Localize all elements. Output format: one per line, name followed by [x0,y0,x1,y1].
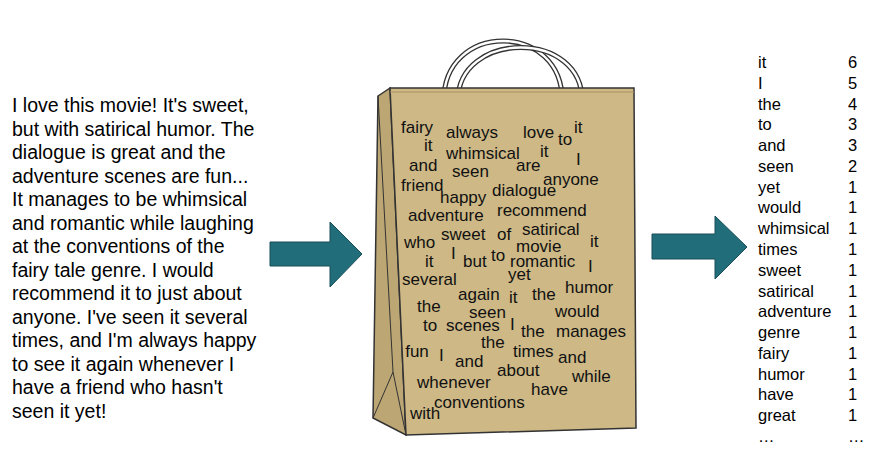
bag-word: the [481,333,505,353]
bag-word: yet [508,265,531,285]
word-cell: great [758,405,796,425]
ellipsis-cell: … [848,426,865,446]
bag-word: love [523,123,554,143]
bag-word: always [446,123,498,143]
bag-word: times [513,342,554,362]
bag-word: and [455,352,483,372]
word-cell: genre [758,322,800,342]
bag-word: I [576,150,581,170]
bag-word: it [509,288,518,308]
bag-word: fairy [401,118,433,138]
bag-word: dialogue [492,181,556,201]
ellipsis-cell: … [758,426,775,446]
word-cell: yet [758,177,780,197]
bag-word: humor [565,278,613,298]
bag-word: the [521,322,545,342]
word-cell: would [758,197,801,217]
bag-word: recommend [497,201,587,221]
bag-word: are [516,156,541,176]
bag-word: and [558,348,586,368]
word-cell: satirical [758,281,814,301]
count-cell: 3 [848,114,857,134]
word-cell: humor [758,364,805,384]
count-cell: 1 [848,239,857,259]
bag-word: sweet [441,225,485,245]
bag-word: happy [440,188,486,208]
word-cell: seen [758,156,794,176]
bag-word: but [463,252,487,272]
bag-word: while [572,367,611,387]
bag-word: again [458,285,500,305]
word-cell: and [758,135,786,155]
count-cell: 1 [848,301,857,321]
bag-word: seen [452,162,489,182]
bag-word: I [510,315,515,335]
bag-word: who [404,233,435,253]
count-cell: 1 [848,384,857,404]
bag-word: fun [405,342,429,362]
bag-word: adventure [408,206,484,226]
bag-word: the [532,285,556,305]
count-cell: 4 [848,94,857,114]
bag-word: with [410,404,440,424]
bag-word: it [425,252,434,272]
word-cell: whimsical [758,218,830,238]
bag-word: I [588,257,593,277]
word-cell: have [758,384,794,404]
count-cell: 1 [848,405,857,425]
left-arrow [270,222,362,287]
bag-word: I [451,244,456,264]
count-cell: 3 [848,135,857,155]
review-text: I love this movie! It's sweet, but with … [12,94,260,423]
word-cell: adventure [758,301,831,321]
word-cell: sweet [758,260,801,280]
bag-word: about [497,361,540,381]
count-cell: 1 [848,260,857,280]
word-cell: the [758,94,781,114]
bag-word: would [555,302,599,322]
bag-word: whenever [417,373,491,393]
bag-word: whimsical [446,144,520,164]
bag-word: to [423,316,437,336]
bag-word: friend [401,176,444,196]
word-cell: it [758,52,766,72]
bag-word: I [439,346,444,366]
bag-word: and [409,156,437,176]
count-cell: 6 [848,52,857,72]
shopping-bag: fairyalwayslovetoititwhimsicalitIandseen… [373,30,636,440]
bag-word: it [540,142,549,162]
bag-word: it [590,232,599,252]
bag-word: several [402,270,457,290]
count-cell: 1 [848,197,857,217]
word-cell: times [758,239,797,259]
bag-word: it [424,136,433,156]
count-cell: 5 [848,73,857,93]
count-cell: 1 [848,343,857,363]
bag-word: to [558,130,572,150]
count-cell: 2 [848,156,857,176]
bag-word: conventions [434,393,525,413]
bag-word: it [574,118,583,138]
word-cell: I [758,73,763,93]
count-cell: 1 [848,322,857,342]
bag-word: manages [556,322,626,342]
right-arrow [652,216,747,279]
bag-word: the [417,297,441,317]
count-cell: 1 [848,177,857,197]
count-cell: 1 [848,364,857,384]
count-cell: 1 [848,281,857,301]
bag-word: have [531,380,568,400]
count-cell: 1 [848,218,857,238]
bag-word: of [497,225,511,245]
word-cell: to [758,114,772,134]
bag-word: to [491,246,505,266]
word-cell: fairy [758,343,789,363]
bag-illustration [373,41,636,435]
